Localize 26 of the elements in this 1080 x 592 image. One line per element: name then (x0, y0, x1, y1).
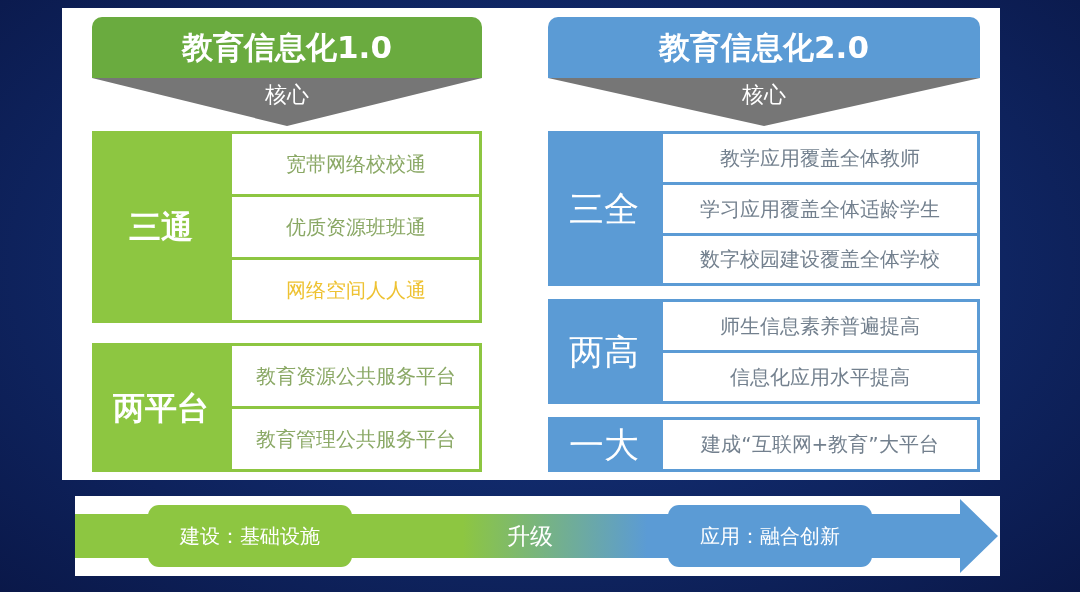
list-item: 建成“互联网+教育”大平台 (663, 420, 977, 469)
list-item: 教育资源公共服务平台 (232, 346, 479, 406)
category-label: 一大 (569, 424, 639, 465)
list-item: 数字校园建设覆盖全体学校 (663, 236, 977, 283)
category-label: 两平台 (113, 389, 209, 426)
category-box (92, 131, 482, 323)
stage-box: 建设：基础设施 (148, 505, 352, 567)
category-label: 三全 (569, 188, 639, 229)
category-label: 两高 (569, 331, 639, 372)
list-item: 教育管理公共服务平台 (232, 409, 479, 469)
list-item: 优质资源班班通 (232, 197, 479, 257)
list-item: 教学应用覆盖全体教师 (663, 134, 977, 182)
category-box (548, 299, 980, 404)
title-banner: 教育信息化1.0 (92, 17, 482, 78)
list-item: 师生信息素养普遍提高 (663, 302, 977, 350)
list-item: 信息化应用水平提高 (663, 353, 977, 401)
edge-label: 升级 (507, 522, 553, 550)
list-item: 宽带网络校校通 (232, 134, 479, 194)
category-box (548, 417, 980, 472)
category-label: 三通 (129, 208, 193, 246)
category-box (92, 343, 482, 472)
category-box (548, 131, 980, 286)
list-item: 网络空间人人通 (232, 260, 479, 320)
stage-box: 应用：融合创新 (668, 505, 872, 567)
title-banner: 教育信息化2.0 (548, 17, 980, 78)
list-item: 学习应用覆盖全体适龄学生 (663, 185, 977, 233)
